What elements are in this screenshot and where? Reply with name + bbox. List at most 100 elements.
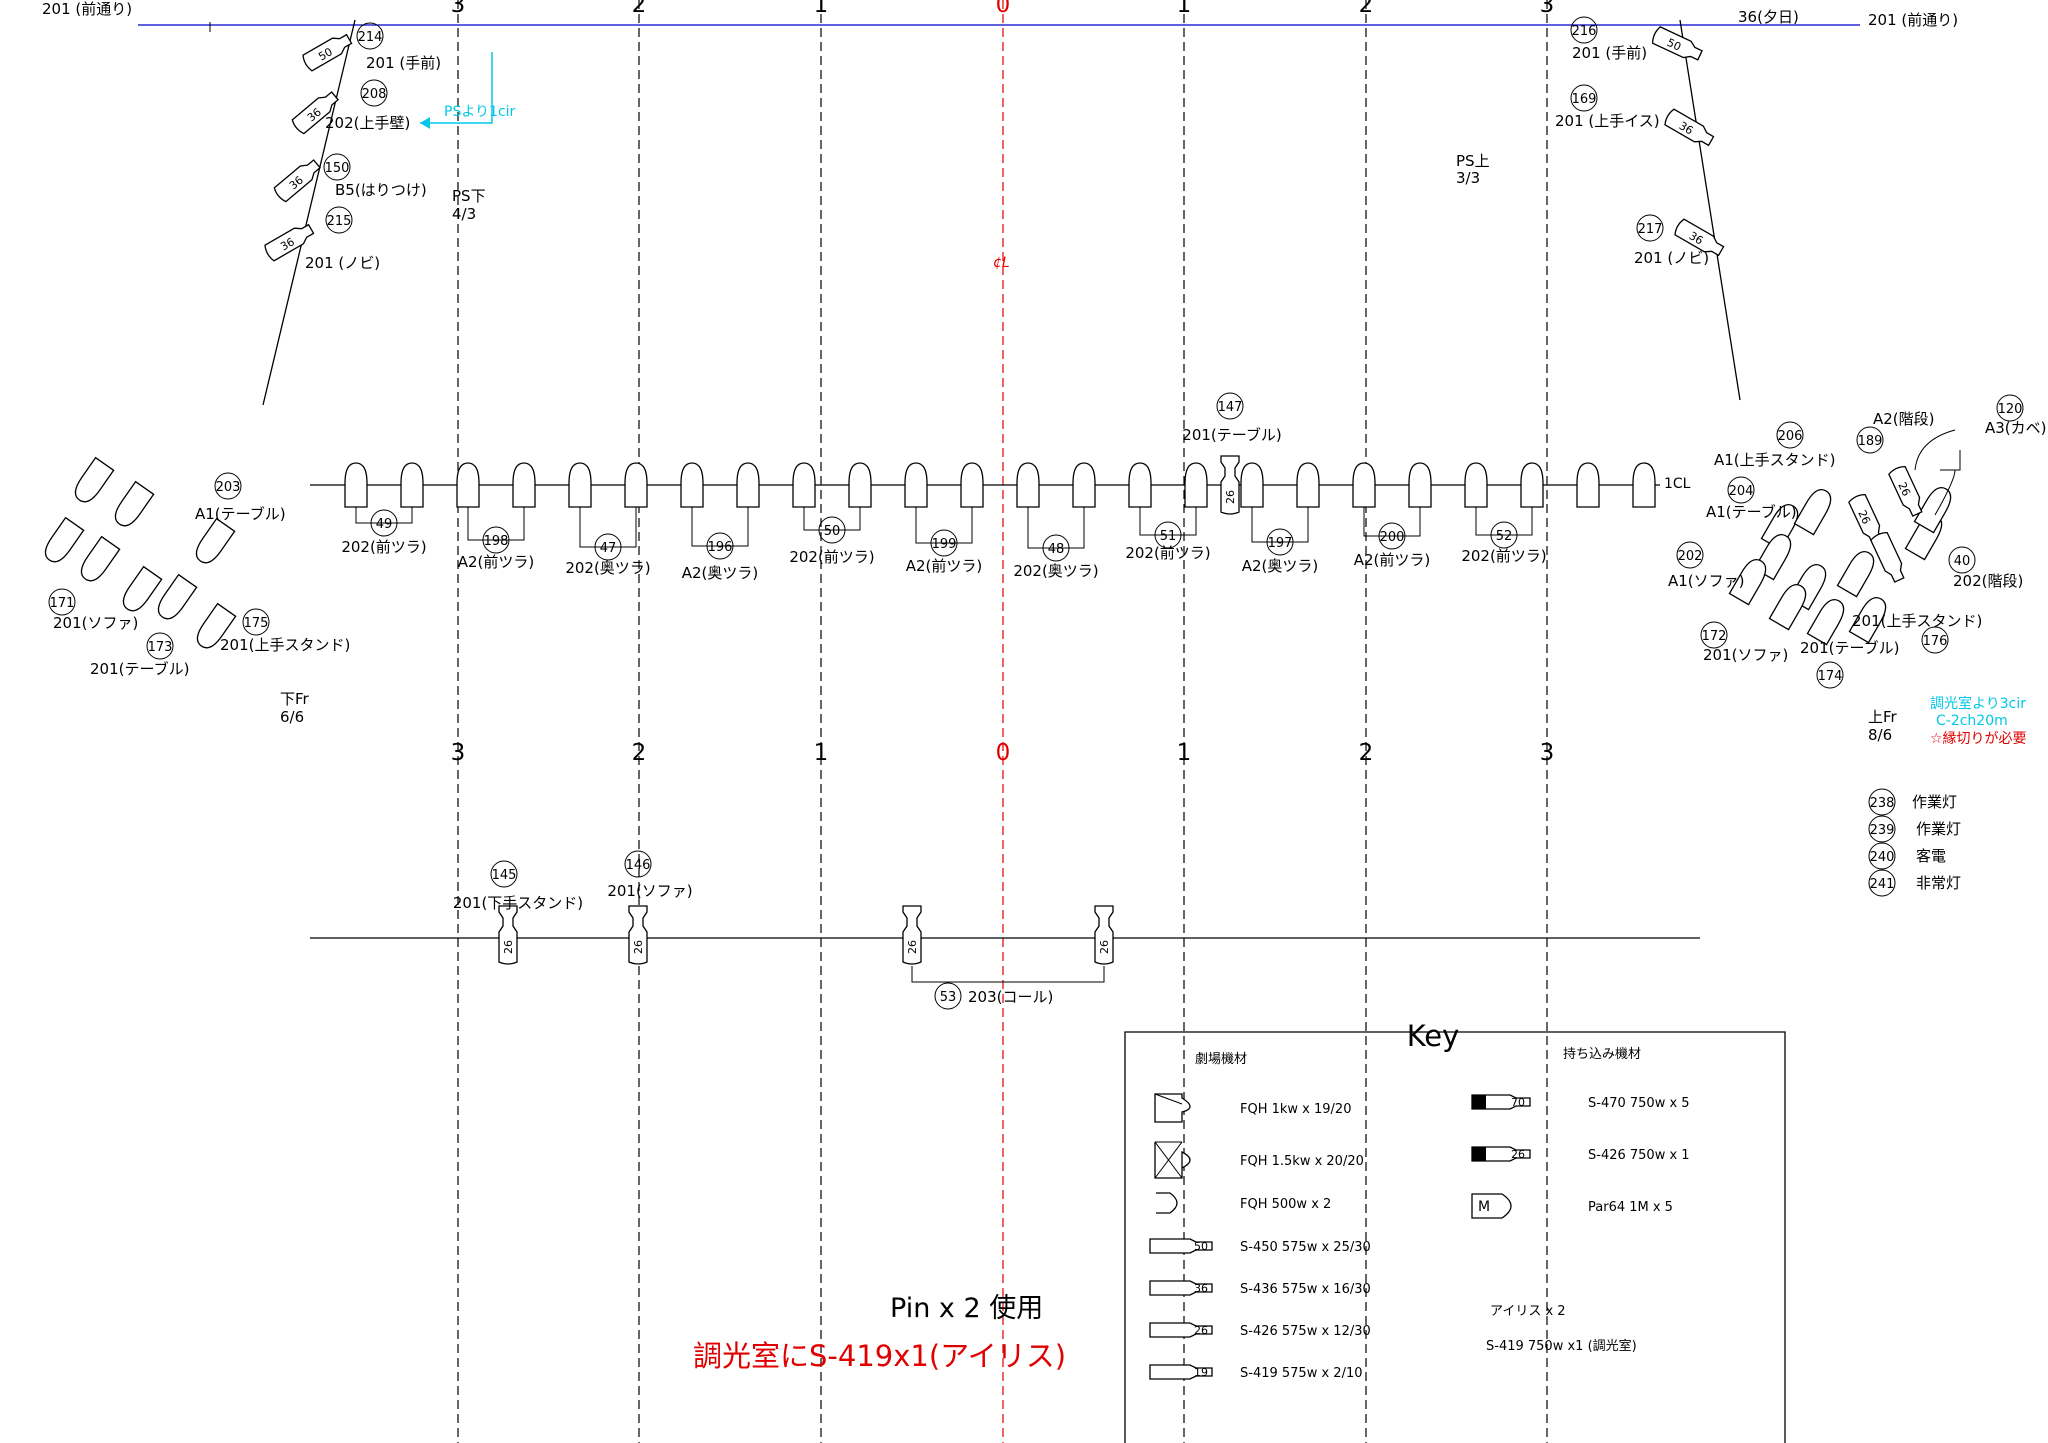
svg-text:175: 175 (244, 616, 269, 631)
key-iris-item: S-419 750w x1 (調光室) (1486, 1338, 1637, 1354)
ellipsoidal-70-black-icon: 70 (1471, 1094, 1531, 1110)
grid-number-top: 3 (1540, 0, 1555, 18)
fqh-unit (1520, 462, 1544, 508)
left-boom-unit-208: 36 (291, 91, 339, 135)
right-floor-label-206: A1(上手スタンド) (1714, 451, 1836, 469)
fr-left-count: 6/6 (280, 708, 304, 726)
svg-text:240: 240 (1870, 850, 1895, 865)
grid-number-bottom: 0 (996, 740, 1011, 766)
svg-text:51: 51 (1160, 529, 1177, 544)
svg-text:174: 174 (1818, 669, 1843, 684)
iris-note: 調光室にS-419x1(アイリス) (693, 1339, 1066, 1373)
grid-number-top: 0 (996, 0, 1011, 18)
svg-text:26: 26 (1511, 1148, 1525, 1161)
pipe1-circuit-47: 47 (594, 533, 622, 561)
circuit-203: 203 (214, 472, 242, 500)
left-floor-label-175: 201(上手スタンド) (220, 636, 350, 654)
circuit-174: 174 (1816, 661, 1844, 689)
fqh-unit (848, 462, 872, 508)
grid-number-bottom: 3 (451, 740, 466, 766)
left-boom-unit-215: 36 (264, 223, 315, 262)
pipe1-circuit-52: 52 (1490, 521, 1518, 549)
fr-right-count: 8/6 (1868, 726, 1892, 744)
circuit-217: 217 (1636, 214, 1664, 242)
circuit-172: 172 (1700, 621, 1728, 649)
fqh-1500w-icon (1154, 1141, 1191, 1179)
fqh-unit (1352, 462, 1376, 508)
svg-text:26: 26 (502, 940, 515, 954)
ps-right-count: 3/3 (1456, 169, 1480, 187)
grid-number-top: 1 (1177, 0, 1192, 18)
fqh-unit (1016, 462, 1040, 508)
par64-icon: M (1471, 1193, 1512, 1219)
svg-text:53: 53 (940, 990, 957, 1005)
svg-text:239: 239 (1870, 823, 1895, 838)
fqh-unit (400, 462, 424, 508)
svg-text:217: 217 (1638, 222, 1663, 237)
ps-right-label: PS上 (1456, 152, 1490, 170)
grid-number-top: 2 (632, 0, 647, 18)
svg-text:M: M (1478, 1199, 1490, 1215)
svg-text:200: 200 (1380, 530, 1405, 545)
svg-text:120: 120 (1998, 402, 2023, 417)
right-floor-unit-26a: 26 (1888, 465, 1923, 517)
right-boom-pipe (1679, 19, 1741, 401)
pipe1-circuit-48: 48 (1042, 534, 1070, 562)
svg-text:49: 49 (376, 517, 393, 532)
pipe2-unit-53a: 26 (902, 905, 922, 965)
pipe1-label-198: A2(前ツラ) (458, 553, 535, 571)
ps-left-note: PSより1cir (444, 104, 516, 120)
key-theatre-label: S-450 575w x 25/30 (1240, 1240, 1371, 1255)
circuit-189: 189 (1856, 426, 1884, 454)
svg-text:26: 26 (1224, 490, 1237, 504)
right-boom-label-169: 201 (上手イス) (1555, 112, 1660, 130)
right-floor-fqh (1760, 503, 1799, 551)
ps-left-cable (420, 52, 493, 124)
right-floor-label-176: 201(上手スタンド) (1852, 612, 1982, 630)
svg-text:36: 36 (1194, 1282, 1208, 1295)
key-title: Key (1407, 1019, 1460, 1053)
pipe2-label-53: 203(コール) (968, 988, 1053, 1006)
fr-right-label: 上Fr (1868, 708, 1898, 726)
fqh-unit (792, 462, 816, 508)
circuit-40: 40 (1948, 546, 1976, 574)
svg-text:204: 204 (1729, 484, 1754, 499)
svg-text:198: 198 (484, 534, 509, 549)
fqh-unit (1408, 462, 1432, 508)
circuit-206: 206 (1776, 421, 1804, 449)
fqh-unit (680, 462, 704, 508)
svg-text:36: 36 (1687, 229, 1706, 247)
grid-number-bottom: 1 (814, 740, 829, 766)
right-floor-fqh (1836, 550, 1875, 598)
fqh-unit (1464, 462, 1488, 508)
circuit-169: 169 (1570, 84, 1598, 112)
key-theatre-label: S-436 575w x 16/30 (1240, 1282, 1371, 1297)
circuit-145: 145 (490, 860, 518, 888)
right-floor-unit-26b: 26 (1848, 493, 1883, 545)
pipe1-circuit-198: 198 (482, 526, 510, 554)
svg-text:70: 70 (1511, 1096, 1525, 1109)
right-floor-fqh (1793, 488, 1832, 536)
svg-text:202: 202 (1678, 549, 1703, 564)
grid-number-bottom: 2 (1359, 740, 1374, 766)
key-theatre-label: FQH 500w x 2 (1240, 1197, 1331, 1212)
right-floor-label-172: 201(ソファ) (1703, 646, 1788, 664)
circuit-208: 208 (360, 79, 388, 107)
left-boom-pipe (262, 19, 356, 406)
left-floor-units: 203A1(テーブル)171201(ソファ)175201(上手スタンド)1732… (44, 456, 350, 678)
circuit-216: 216 (1570, 16, 1598, 44)
ps-left-count: 4/3 (452, 205, 476, 223)
right-floor-label-202: A1(ソファ) (1668, 572, 1745, 590)
pipe-1cl-label: 1CL (1664, 476, 1691, 492)
right-front-label: 201 (前通り) (1868, 11, 1958, 29)
key-iris-title: アイリス x 2 (1490, 1304, 1566, 1319)
svg-text:48: 48 (1048, 542, 1065, 557)
ps-left-label: PS下 (452, 187, 486, 205)
left-floor-fqh (195, 517, 236, 564)
circuit-202: 202 (1676, 541, 1704, 569)
left-floor-fqh (122, 565, 163, 612)
dimmer-note-1: 調光室より3cir (1930, 695, 2026, 712)
